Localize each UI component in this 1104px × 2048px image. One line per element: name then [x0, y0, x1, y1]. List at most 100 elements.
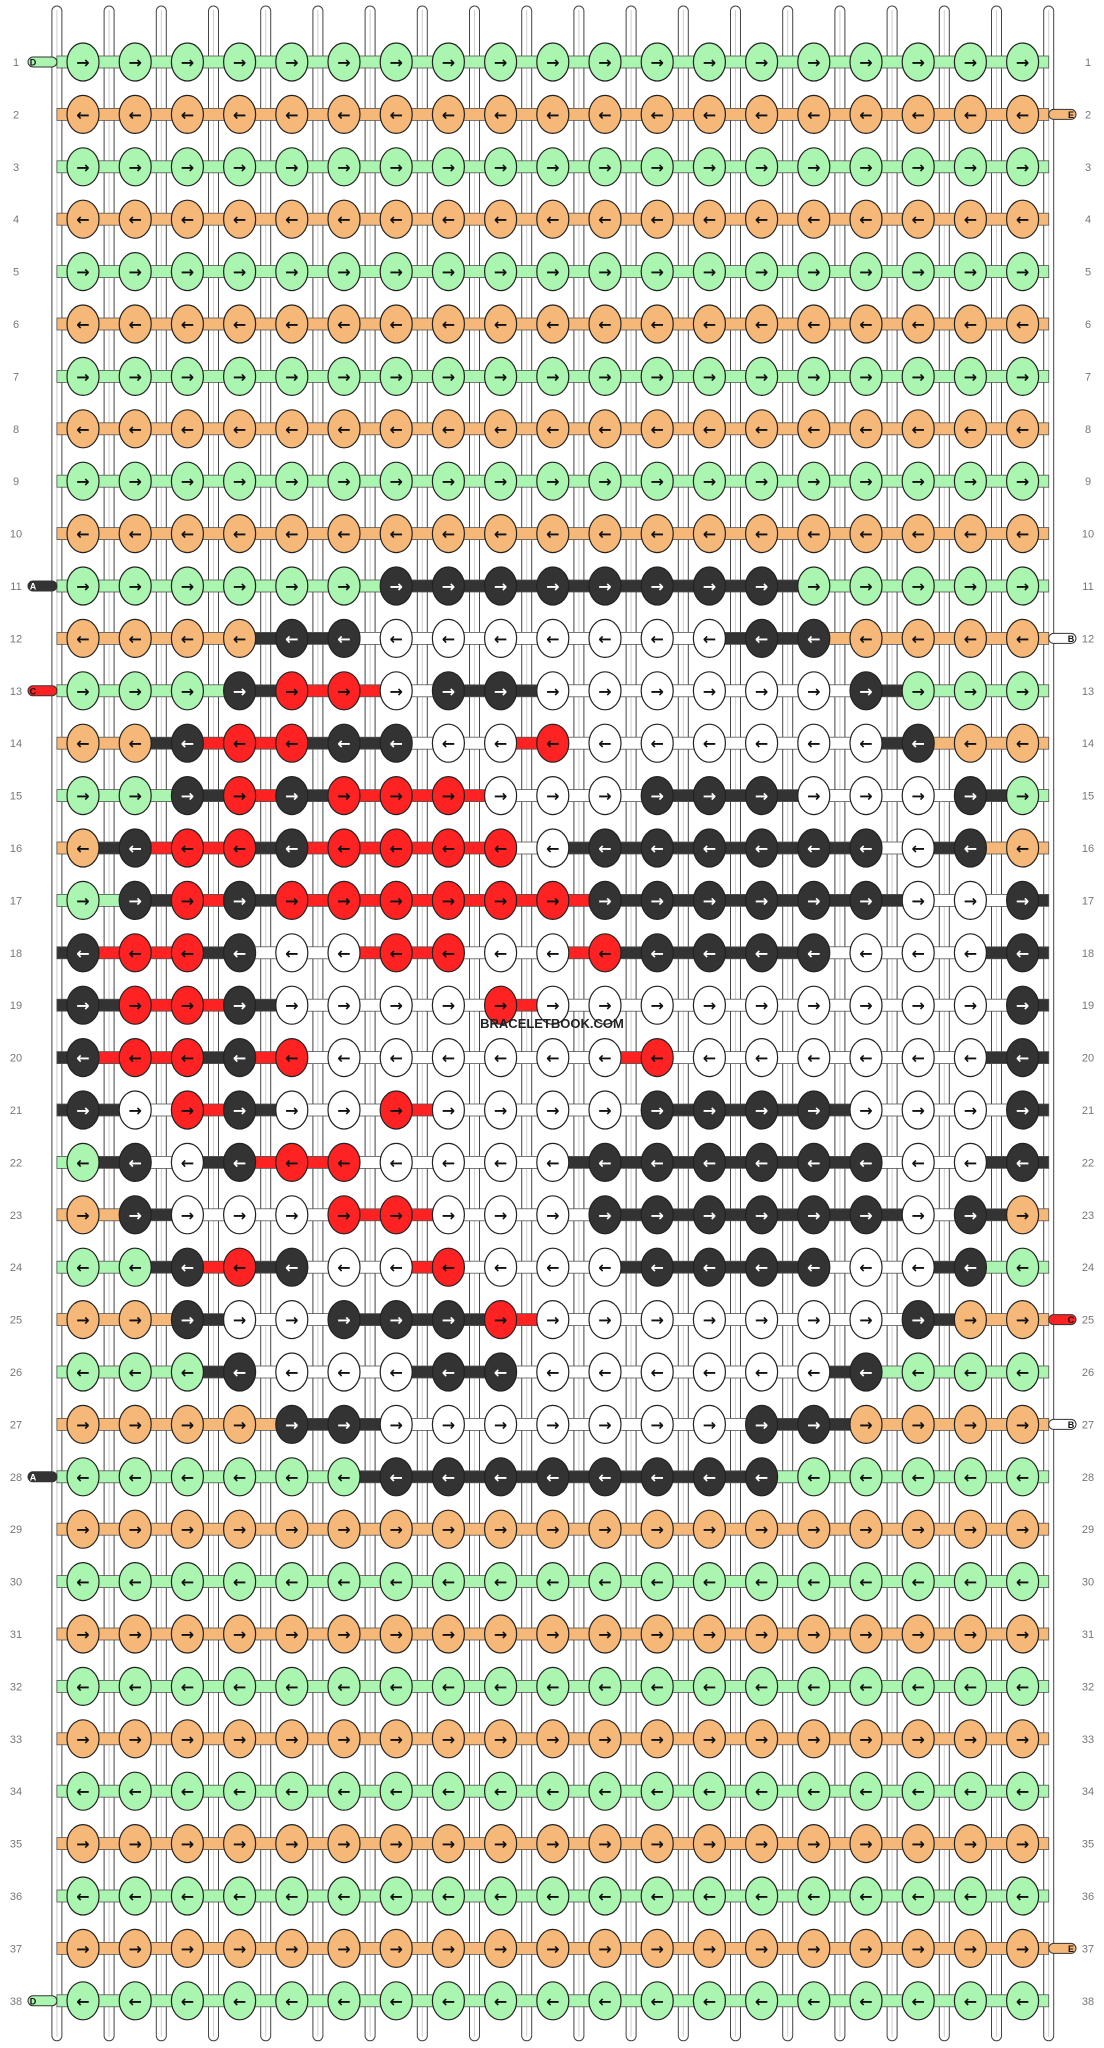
knot [744, 513, 779, 554]
knot-direction-arrow: → [859, 1415, 872, 1434]
knot [327, 252, 361, 292]
knot-direction-arrow: → [181, 1939, 194, 1958]
knot-direction-arrow: ← [964, 1887, 977, 1906]
knot-direction-arrow: → [598, 1206, 611, 1225]
knot [953, 513, 988, 554]
knot-direction-arrow: → [389, 158, 402, 177]
knot [1005, 356, 1040, 396]
knot-direction-arrow: ← [128, 525, 141, 544]
knot-direction-arrow: → [911, 996, 924, 1015]
knot-direction-arrow: → [233, 263, 246, 282]
knot-direction-arrow: ← [442, 1573, 455, 1592]
knot [536, 1614, 570, 1654]
knot [118, 1195, 152, 1235]
knot-direction-arrow: → [76, 891, 89, 910]
knot [901, 1928, 935, 1969]
knot-direction-arrow: → [650, 263, 663, 282]
knot-direction-arrow: ← [807, 1573, 820, 1592]
knot [484, 1195, 518, 1235]
knot [170, 1352, 204, 1392]
knot [588, 42, 622, 82]
knot [275, 1457, 309, 1497]
knot-direction-arrow: → [494, 367, 507, 386]
knot [1005, 1037, 1040, 1078]
row-number-left: 29 [10, 1524, 22, 1536]
knot-direction-arrow: → [911, 1520, 924, 1539]
knot [118, 1509, 152, 1549]
knot [849, 933, 883, 973]
knot [797, 1090, 831, 1130]
knot-direction-arrow: ← [964, 1468, 977, 1487]
knot-direction-arrow: ← [650, 420, 663, 439]
row-number-left: 8 [13, 424, 19, 436]
knot [901, 1195, 935, 1235]
knot-direction-arrow: → [442, 682, 455, 701]
knot-direction-arrow: ← [285, 315, 298, 334]
knot [849, 1352, 883, 1392]
knot [797, 1352, 831, 1392]
knot-direction-arrow: ← [911, 1258, 924, 1277]
knot [170, 1509, 204, 1549]
knot [1005, 933, 1040, 973]
knot [744, 1771, 779, 1811]
knot [797, 1457, 831, 1497]
knot-direction-arrow: ← [964, 629, 977, 648]
knot [223, 566, 257, 606]
knot [118, 409, 152, 449]
knot-direction-arrow: ← [128, 315, 141, 334]
knot [797, 304, 831, 344]
knot-direction-arrow: ← [389, 1677, 402, 1696]
knot-direction-arrow: → [76, 577, 89, 596]
knot [692, 1719, 727, 1759]
knot [484, 356, 518, 396]
knot [275, 1509, 309, 1549]
knot-direction-arrow: ← [807, 1258, 820, 1277]
knot-direction-arrow: → [546, 996, 559, 1015]
knot [901, 985, 935, 1025]
row-number-left: 15 [10, 791, 22, 803]
knot-direction-arrow: → [285, 1730, 298, 1749]
thread-letter-label: B [1068, 634, 1075, 644]
knot [170, 723, 204, 763]
knot-direction-arrow: ← [911, 1363, 924, 1382]
knot [275, 1037, 309, 1078]
knot-direction-arrow: ← [181, 1573, 194, 1592]
row-number-left: 22 [10, 1157, 22, 1169]
row-number-left: 38 [10, 1996, 22, 2008]
knot-direction-arrow: ← [76, 1677, 89, 1696]
knot [588, 1666, 622, 1707]
knot [692, 1614, 727, 1654]
knot-direction-arrow: → [911, 1939, 924, 1958]
knot [640, 1404, 674, 1445]
knot-direction-arrow: ← [128, 1468, 141, 1487]
knot-direction-arrow: ← [1016, 1258, 1029, 1277]
knot-direction-arrow: ← [598, 210, 611, 229]
knot-direction-arrow: ← [859, 105, 872, 124]
knot-direction-arrow: → [76, 996, 89, 1015]
knot [901, 461, 935, 501]
knot [66, 199, 100, 239]
knot-direction-arrow: → [494, 787, 507, 806]
knot [692, 252, 727, 292]
knot-direction-arrow: ← [494, 1677, 507, 1696]
knot [588, 1195, 622, 1235]
knot [1005, 1299, 1040, 1340]
knot-direction-arrow: ← [128, 1782, 141, 1801]
knot-direction-arrow: → [76, 1730, 89, 1749]
knot [118, 775, 152, 816]
knot [1005, 880, 1040, 921]
knot-direction-arrow: ← [807, 525, 820, 544]
row-number-right: 30 [1082, 1577, 1094, 1589]
knot-direction-arrow: → [755, 472, 768, 491]
knot [849, 409, 883, 449]
knot [901, 1876, 935, 1916]
knot [536, 1509, 570, 1549]
knot-direction-arrow: → [181, 53, 194, 72]
knot [170, 1299, 204, 1340]
knot-direction-arrow: ← [233, 1887, 246, 1906]
knot [640, 828, 674, 868]
knot-direction-arrow: ← [233, 420, 246, 439]
knot-direction-arrow: → [76, 472, 89, 491]
knot [118, 461, 152, 501]
knot-direction-arrow: ← [859, 1887, 872, 1906]
